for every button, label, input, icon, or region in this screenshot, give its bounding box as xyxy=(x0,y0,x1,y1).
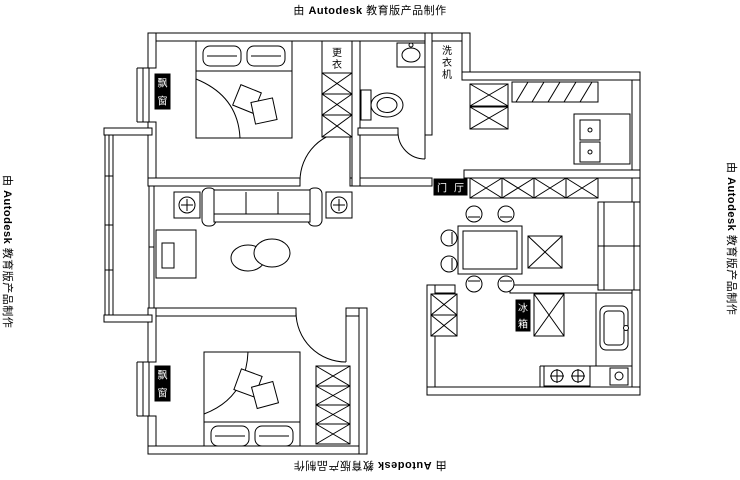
foyer-label: 门 厅 xyxy=(433,178,468,196)
label-char: 飘 xyxy=(158,370,168,382)
kitchen-floor-drain xyxy=(609,367,629,386)
hall-cabinet-hatched xyxy=(511,81,599,103)
wardrobe-bottom xyxy=(315,365,351,445)
label-char: 更 xyxy=(332,47,342,59)
wardrobe-top xyxy=(321,40,353,138)
dining-wall-cabinet-row xyxy=(469,177,599,199)
label-char: 厅 xyxy=(454,184,464,195)
fridge xyxy=(533,293,565,337)
balcony-window xyxy=(104,135,114,315)
shoe-cabinet xyxy=(469,83,509,130)
bay-window-label-bottom: 飘 窗 xyxy=(154,365,171,402)
bay-window-bottom xyxy=(136,361,156,417)
dressing-label: 更 衣 xyxy=(332,47,342,71)
side-table-left xyxy=(173,191,201,219)
label-char: 洗 xyxy=(442,45,452,57)
label-char: 飘 xyxy=(158,78,168,90)
label-char: 窗 xyxy=(158,387,168,400)
tv-cabinet xyxy=(155,229,197,279)
watermark-bottom: 由 Autodesk 教育版产品制作 xyxy=(293,459,446,473)
coffee-table xyxy=(230,238,291,272)
watermark-left: 由 Autodesk 教育版产品制作 xyxy=(1,175,15,328)
label-char: 衣 xyxy=(442,56,452,69)
side-table-right xyxy=(325,191,353,219)
toilet-icon xyxy=(360,89,404,121)
label-char: 机 xyxy=(442,68,452,81)
label-char: 门 xyxy=(437,182,447,195)
fridge-label: 冰 箱 xyxy=(515,299,531,332)
dining-table xyxy=(457,225,523,275)
bed-top xyxy=(195,40,293,139)
kitchen-sink xyxy=(599,305,629,351)
label-char: 窗 xyxy=(158,95,168,108)
label-char: 衣 xyxy=(332,58,342,71)
bay-window-top xyxy=(136,67,156,123)
bedroom2-door xyxy=(295,311,347,363)
washing-machine-label: 洗 衣 机 xyxy=(442,45,452,81)
bathroom-door xyxy=(397,131,426,160)
bay-window-label-top: 飘 窗 xyxy=(154,73,171,110)
label-char: 冰 xyxy=(518,302,528,315)
hall-appliance-counter xyxy=(573,113,631,165)
watermark-right: 由 Autodesk 教育版产品制作 xyxy=(725,162,739,315)
kitchen-tall-cabinet xyxy=(430,293,458,337)
washbasin-icon xyxy=(396,42,426,68)
watermark-top: 由 Autodesk 教育版产品制作 xyxy=(293,3,446,17)
sofa xyxy=(201,187,323,227)
label-char: 箱 xyxy=(518,318,528,331)
living-balcony-glass-door xyxy=(148,186,155,308)
sideboard xyxy=(527,235,563,269)
dining-chairs xyxy=(440,205,515,293)
walls xyxy=(103,32,641,455)
gas-stove xyxy=(543,365,591,387)
bed-bottom xyxy=(203,351,301,447)
bedroom1-door xyxy=(299,130,351,182)
dining-bay-window xyxy=(597,201,641,291)
